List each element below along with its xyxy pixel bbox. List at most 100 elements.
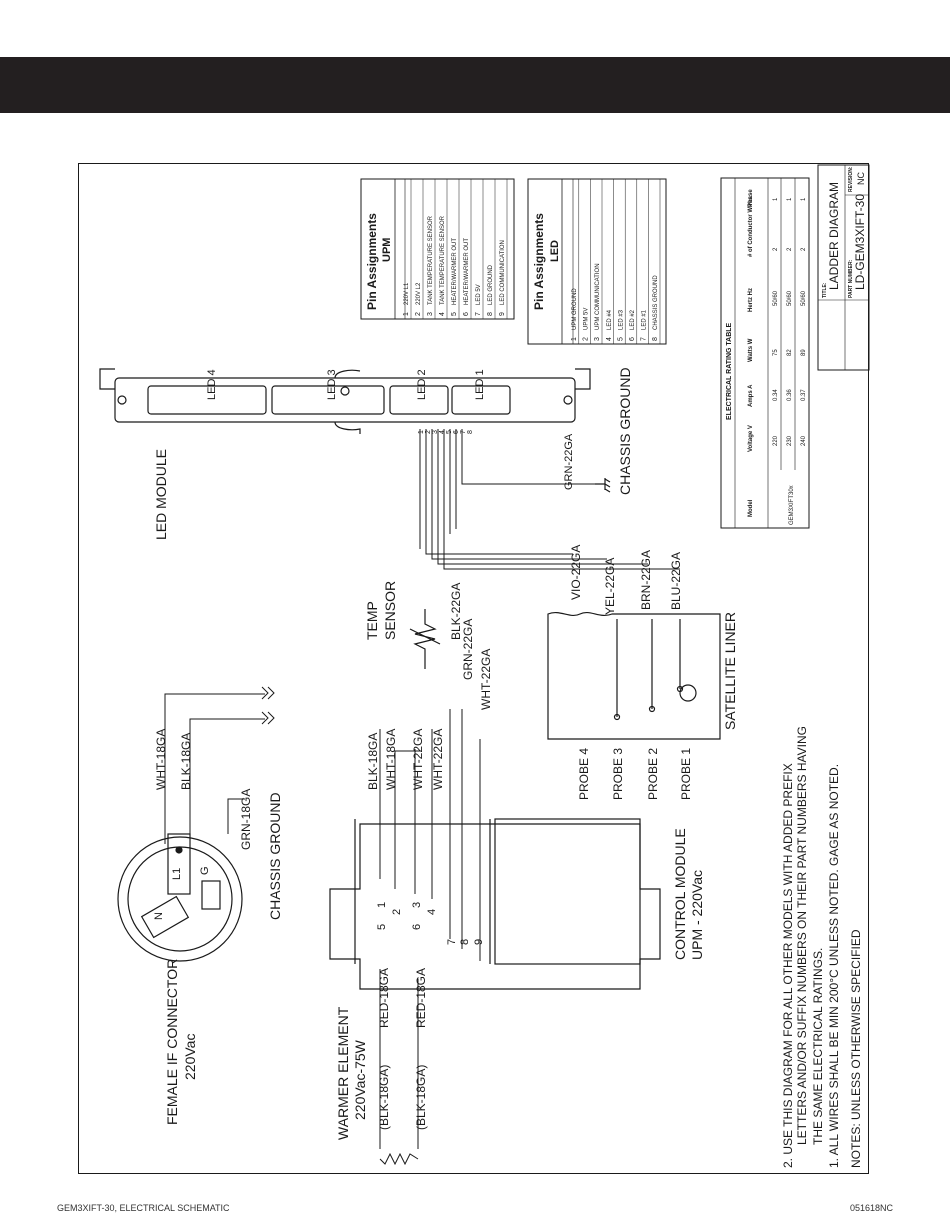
rating-header: Watts W xyxy=(748,338,754,362)
chassis-ground-led xyxy=(595,478,611,493)
warmer-wire-blk-1: (BLK-18GA) xyxy=(377,1065,391,1130)
pin-number: 6 xyxy=(463,312,470,316)
led-module xyxy=(99,368,591,434)
pin-number: 7 xyxy=(475,312,482,316)
wire-wht-22ga: WHT-22GA xyxy=(479,649,493,710)
note-2-line-3: THE SAME ELECTRICAL RATINGS. xyxy=(811,948,825,1145)
pin-number: 4 xyxy=(439,312,446,316)
pin-description: LED 5V xyxy=(476,284,482,305)
led-pin-3: 3 xyxy=(432,430,439,434)
rating-cell: 50/60 xyxy=(787,290,793,306)
probe-4-label: PROBE 4 xyxy=(577,748,591,800)
pin-number: 5 xyxy=(617,337,624,341)
control-wires xyxy=(379,709,481,961)
ctrl-wire-wht-18ga: WHT-18GA xyxy=(384,729,398,790)
grn-22ga-label: GRN-22GA xyxy=(563,433,575,490)
female-connector-label-1: FEMALE IF CONNECTOR xyxy=(164,959,180,1125)
pin-description: TANK TEMPERATURE SENSOR xyxy=(440,215,446,305)
warmer-label-2: 220Vac-75W xyxy=(352,1039,368,1120)
led-pin-2: 2 xyxy=(425,430,432,434)
pin-description: LED #4 xyxy=(607,309,613,330)
led-pin-5: 5 xyxy=(446,430,453,434)
pin-number: 3 xyxy=(594,337,601,341)
note-1: 1. ALL WIRES SHALL BE MIN 200°C UNLESS N… xyxy=(827,764,841,1168)
pin-description: UPM COMMUNICATION xyxy=(595,263,601,330)
rating-cell: 1 xyxy=(773,197,779,201)
pin-description: UPM 5V xyxy=(584,308,590,330)
wire-brn-22ga: BRN-22GA xyxy=(639,550,653,610)
connector-pin-l1: L1 xyxy=(171,868,183,880)
led-table-title: Pin Assignments xyxy=(532,213,546,310)
rating-cell: 220 xyxy=(773,435,779,446)
rating-cell: 2 xyxy=(773,247,779,251)
pin-number: 8 xyxy=(652,337,659,341)
control-module-label-1: CONTROL MODULE xyxy=(672,828,688,960)
temp-sensor-label-1: TEMP xyxy=(364,601,380,640)
ctrl-pin-2: 2 xyxy=(391,909,403,915)
pin-description: LED #2 xyxy=(630,309,636,330)
title-label: TITLE: xyxy=(822,282,828,298)
ctrl-wire-wht-22ga-1: WHT-22GA xyxy=(411,729,425,790)
led-3-slot xyxy=(271,385,385,415)
wire-blk-18ga: BLK-18GA xyxy=(179,733,193,790)
header-bar xyxy=(0,57,950,113)
title-value: LADDER DIAGRAM xyxy=(827,182,841,290)
probe-1-label: PROBE 1 xyxy=(679,748,693,800)
rating-cell: 0.34 xyxy=(773,389,779,401)
led-2-slot xyxy=(389,385,449,415)
rating-cell: 82 xyxy=(787,349,793,356)
warmer-wire-red-2: RED-18GA xyxy=(414,968,428,1028)
ctrl-wire-blk-18ga: BLK-18GA xyxy=(366,733,380,790)
chassis-ground-2-label: CHASSIS GROUND xyxy=(267,792,283,920)
pin-number: 8 xyxy=(487,312,494,316)
led-4-slot xyxy=(147,385,267,415)
chassis-ground-label: CHASSIS GROUND xyxy=(617,367,633,495)
led-table-label: LED xyxy=(549,240,561,262)
pin-description: 220V L1 xyxy=(404,282,410,305)
wire-grn-22ga: GRN-22GA xyxy=(461,619,475,680)
pin-number: 3 xyxy=(427,312,434,316)
rating-cell: 89 xyxy=(801,349,807,356)
ctrl-pin-3: 3 xyxy=(411,902,423,908)
power-wires xyxy=(164,686,275,844)
ctrl-pin-5: 5 xyxy=(376,924,388,930)
drawing-frame xyxy=(78,163,869,1174)
rating-cell: 230 xyxy=(787,435,793,446)
connector-pin-g: G xyxy=(199,866,211,875)
pin-description: HEATER/WARMER OUT xyxy=(452,238,458,305)
pin-number: 6 xyxy=(629,337,636,341)
footer-right: 051618NC xyxy=(849,1203,893,1213)
pin-number: 5 xyxy=(451,312,458,316)
pin-description: UPM GROUND xyxy=(572,288,578,330)
pin-description: LED #3 xyxy=(618,309,624,330)
temp-sensor xyxy=(409,609,441,669)
rating-model: GEM3XIFT30x xyxy=(789,485,795,525)
ctrl-pin-4: 4 xyxy=(426,909,438,915)
satellite-liner xyxy=(547,611,721,740)
note-2-line-1: 2. USE THIS DIAGRAM FOR ALL OTHER MODELS… xyxy=(781,763,795,1168)
rating-cell: 0.37 xyxy=(801,389,807,401)
upm-table-label: UPM xyxy=(381,238,393,262)
warmer-label-1: WARMER ELEMENT xyxy=(335,1006,351,1140)
rating-cell: 1 xyxy=(787,197,793,201)
pin-number: 2 xyxy=(583,337,590,341)
pin-number: 2 xyxy=(415,312,422,316)
led-4-label: LED 4 xyxy=(206,369,218,400)
rating-header: Amps A xyxy=(748,384,754,407)
wire-vio-22ga: VIO-22GA xyxy=(569,545,583,600)
rating-rows: 2200.347550/60212300.368250/60212400.378… xyxy=(773,197,807,446)
title-block: TITLE: LADDER DIAGRAM PART NUMBER: LD-GE… xyxy=(817,164,870,371)
probe-3-label: PROBE 3 xyxy=(611,748,625,800)
warmer-element xyxy=(379,969,419,1166)
footer-left: GEM3XIFT-30, ELECTRICAL SCHEMATIC xyxy=(57,1203,230,1213)
warmer-wire-blk-2: (BLK-18GA) xyxy=(414,1065,428,1130)
rating-header: # of Conductor Wires xyxy=(748,196,754,257)
upm-table-title: Pin Assignments xyxy=(365,213,379,310)
wire-grn-18ga: GRN-18GA xyxy=(239,789,253,850)
notes-header: NOTES: UNLESS OTHERWISE SPECIFIED xyxy=(849,929,863,1168)
rating-header: Voltage V xyxy=(748,425,754,452)
rating-cell: 50/60 xyxy=(801,290,807,306)
wire-blu-22ga: BLU-22GA xyxy=(669,552,683,610)
